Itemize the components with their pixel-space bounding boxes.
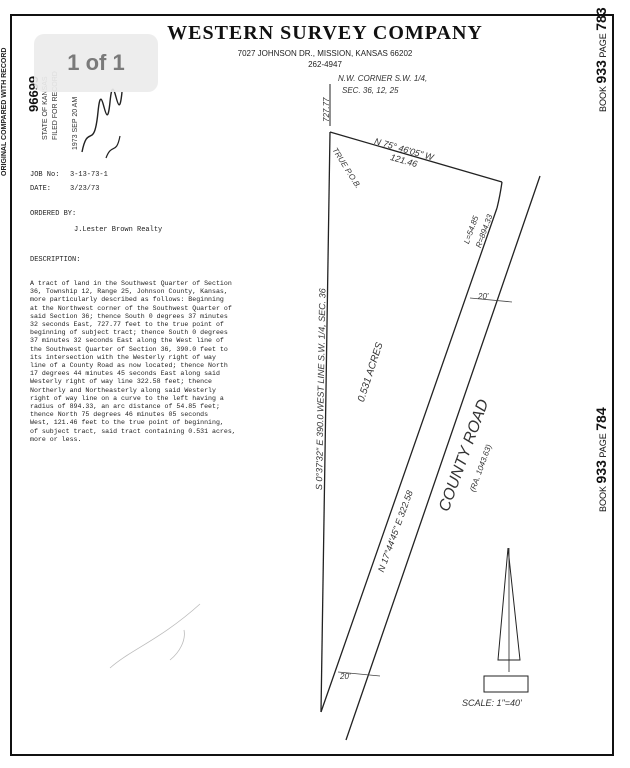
scale-bar-icon: [483, 675, 529, 693]
east-boundary-line: [320, 207, 498, 713]
north-boundary-line: [329, 131, 503, 183]
west-boundary-line: [320, 131, 331, 713]
nw-corner-section-label: SEC. 36, 12, 25: [342, 86, 399, 95]
job-number-label: JOB No:: [30, 171, 60, 179]
ordered-by-value: J.Lester Brown Realty: [74, 226, 163, 234]
row-dimension-bottom: [337, 671, 381, 677]
survey-document: [10, 14, 614, 756]
company-name: WESTERN SURVEY COMPANY: [167, 22, 483, 44]
row-width-top-label: 20': [478, 292, 489, 301]
company-phone: 262-4947: [308, 60, 342, 69]
row-dimension-top: [469, 297, 513, 303]
company-address: 7027 JOHNSON DR., MISSION, KANSAS 66202: [237, 49, 413, 58]
row-width-bottom-label: 20': [340, 672, 351, 681]
curve-boundary: [496, 181, 503, 209]
date-value: 3/23/73: [70, 185, 100, 193]
recorder-signature-icon: [81, 88, 123, 159]
faint-signature-icon: [109, 603, 201, 669]
distance-to-pob-label: 727.77: [322, 97, 331, 122]
road-centerline: [345, 175, 541, 741]
legal-description: A tract of land in the Southwest Quarter…: [30, 280, 236, 443]
ordered-by-label: ORDERED BY:: [30, 210, 77, 218]
nw-corner-label: N.W. CORNER S.W. 1/4,: [338, 74, 428, 83]
date-label: DATE:: [30, 185, 52, 193]
description-label: DESCRIPTION:: [30, 256, 81, 264]
job-number-value: 3-13-73-1: [70, 171, 108, 179]
page-counter-badge: 1 of 1: [34, 34, 158, 92]
scale-label: SCALE: 1"=40': [462, 698, 522, 708]
